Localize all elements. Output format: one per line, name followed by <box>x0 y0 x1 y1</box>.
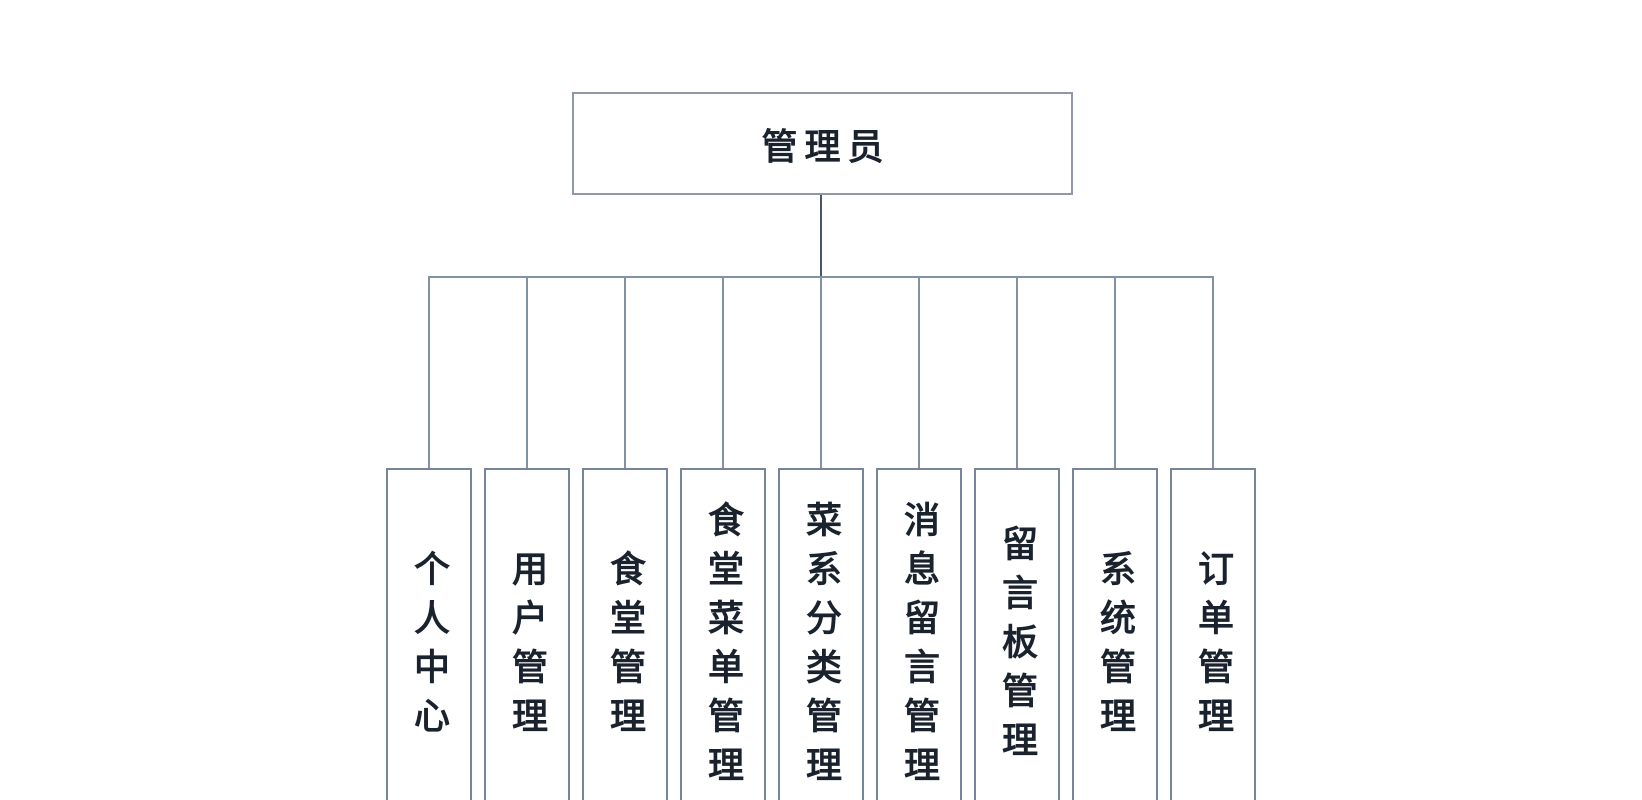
child-node-label: 食堂菜单管理 <box>703 500 744 795</box>
child-node-label: 菜系分类管理 <box>801 500 842 795</box>
connector-drop <box>526 277 528 468</box>
child-node: 消息留言管理 <box>876 468 962 800</box>
root-node-label: 管理员 <box>761 125 891 167</box>
child-node: 系统管理 <box>1072 468 1158 800</box>
child-node: 食堂菜单管理 <box>680 468 766 800</box>
child-node: 食堂管理 <box>582 468 668 800</box>
connector-drop <box>1114 277 1116 468</box>
connector-drop <box>820 277 822 468</box>
connector-drop <box>722 277 724 468</box>
connector-drop <box>1016 277 1018 468</box>
root-node-admin: 管理员 <box>572 92 1073 195</box>
connector-stem <box>820 195 822 278</box>
child-node-label: 消息留言管理 <box>899 500 940 795</box>
child-node-label: 食堂管理 <box>605 549 646 746</box>
connector-drop <box>918 277 920 468</box>
child-node: 个人中心 <box>386 468 472 800</box>
child-node-label: 订单管理 <box>1193 549 1234 746</box>
connector-drop <box>624 277 626 468</box>
child-node: 菜系分类管理 <box>778 468 864 800</box>
connector-drop <box>428 277 430 468</box>
child-node: 用户管理 <box>484 468 570 800</box>
connector-drop <box>1212 277 1214 468</box>
child-node-label: 用户管理 <box>507 549 548 746</box>
child-node: 留言板管理 <box>974 468 1060 800</box>
child-node: 订单管理 <box>1170 468 1256 800</box>
child-node-label: 系统管理 <box>1095 549 1136 746</box>
child-node-label: 留言板管理 <box>997 525 1038 770</box>
child-node-label: 个人中心 <box>409 549 450 746</box>
